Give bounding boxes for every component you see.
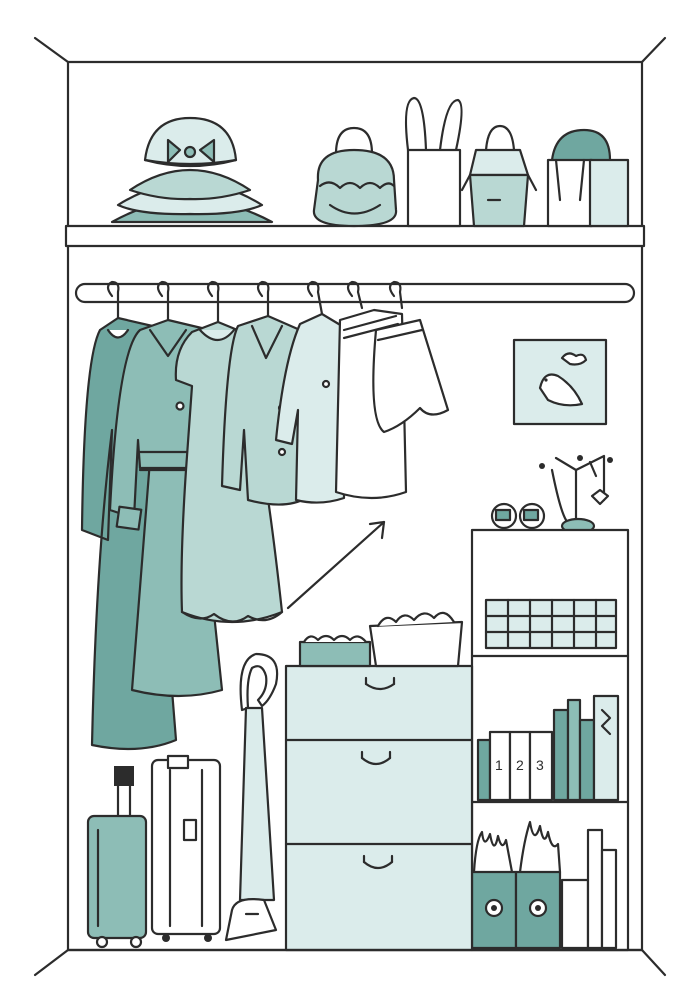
large-suitcase (150, 754, 222, 942)
move-arrow (286, 520, 386, 610)
baskets (298, 611, 464, 668)
sun-hat (110, 116, 274, 224)
blouse (274, 312, 346, 504)
magazine-files (470, 820, 618, 950)
hangers (106, 280, 404, 324)
accessory-stand (490, 454, 613, 535)
binder-label-1: 1 (495, 757, 503, 773)
drawer-chest (284, 664, 474, 952)
storage-box (404, 96, 463, 228)
round-handbag (312, 126, 398, 228)
carry-on-suitcase (86, 766, 148, 949)
top-shelf (64, 224, 646, 248)
shopping-bags (546, 128, 630, 228)
books-row: 1 2 3 (476, 694, 620, 802)
binder-label-2: 2 (516, 757, 524, 773)
shorts (372, 318, 450, 434)
hanging-rod (74, 282, 636, 304)
shopping-tote (460, 124, 538, 228)
bird-picture (512, 338, 608, 426)
vacuum-cleaner (224, 652, 279, 942)
binder-label-3: 3 (536, 757, 544, 773)
